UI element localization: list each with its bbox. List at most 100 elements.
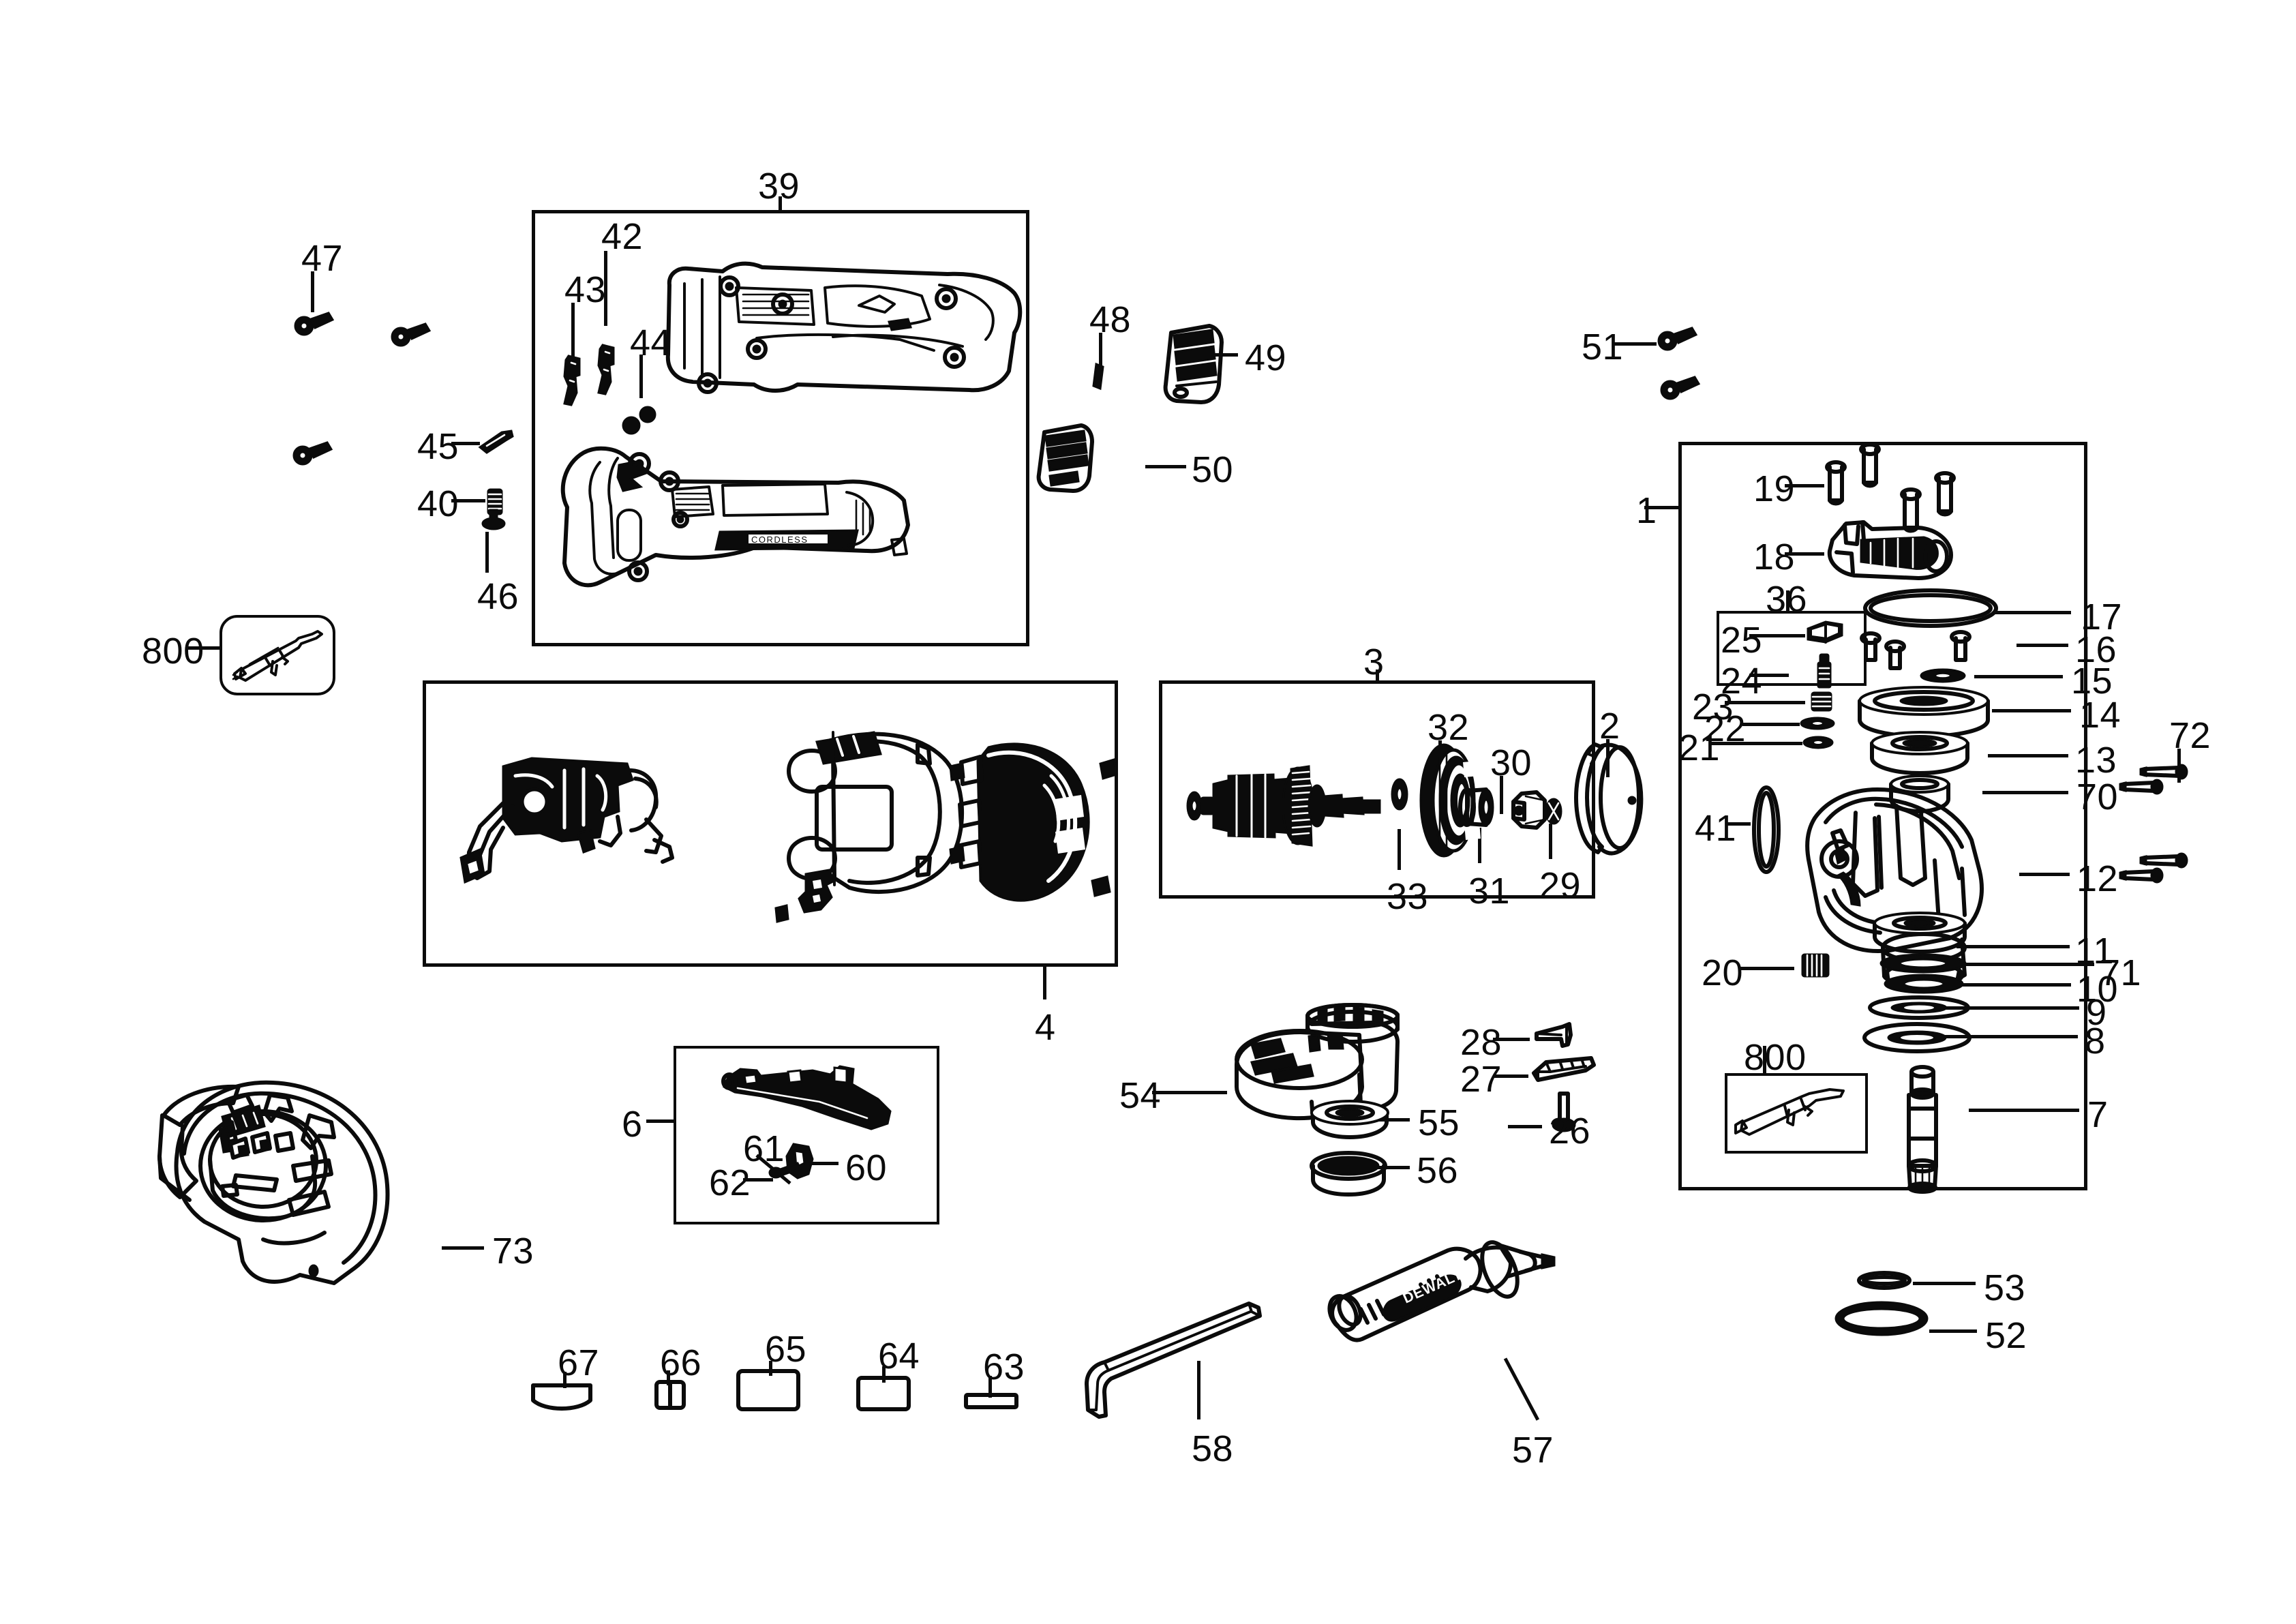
callout-41: 41	[1695, 808, 1737, 849]
trigger-lever-icon	[721, 1065, 892, 1130]
leader-67	[563, 1372, 567, 1388]
lever-icon	[563, 355, 581, 406]
screw-icon	[1860, 631, 1882, 662]
leader-70	[1982, 791, 2068, 794]
vent-grille-icon	[1036, 423, 1094, 493]
callout-72: 72	[2169, 715, 2211, 756]
callout-18: 18	[1753, 537, 1796, 577]
o-ring-icon	[1834, 1301, 1929, 1336]
callout-31: 31	[1468, 871, 1511, 912]
callout-43: 43	[564, 269, 607, 310]
callout-73: 73	[492, 1231, 534, 1272]
washer-icon	[1884, 974, 1964, 994]
pad-icon	[856, 1376, 911, 1411]
pin-icon	[478, 430, 514, 454]
callout-19: 19	[1753, 468, 1796, 509]
washer-icon	[1868, 995, 1970, 1020]
nut-icon	[1511, 790, 1547, 830]
housing-clamshell-icon	[665, 261, 1023, 394]
callout-42: 42	[601, 216, 644, 257]
callout-30: 30	[1490, 742, 1532, 783]
leader-48	[1099, 333, 1102, 365]
bearing-icon	[1870, 731, 1969, 775]
leader-53	[1913, 1282, 1976, 1285]
washer-icon	[1391, 778, 1408, 811]
screw-icon	[1884, 640, 1906, 670]
callout-4: 4	[1035, 1007, 1056, 1048]
grease-gun-panel-right	[1725, 1073, 1868, 1154]
leader-20	[1738, 967, 1794, 970]
gear-housing-cap-icon	[1827, 520, 1953, 580]
leader-54	[1152, 1091, 1227, 1094]
callout-70: 70	[2076, 777, 2119, 817]
leader-47	[311, 271, 314, 312]
housing-clamshell-icon: CORDLESS	[560, 446, 910, 588]
screw-icon	[1825, 460, 1847, 506]
callout-65: 65	[765, 1329, 807, 1370]
callout-67: 67	[558, 1342, 600, 1383]
callout-56: 56	[1417, 1150, 1459, 1191]
screw-icon	[1660, 376, 1701, 400]
callout-28: 28	[1460, 1022, 1502, 1063]
callout-53: 53	[1984, 1267, 2026, 1308]
callout-50: 50	[1192, 449, 1234, 490]
screw-icon	[292, 441, 333, 466]
leader-4-vert	[1043, 967, 1046, 999]
screw-icon	[1657, 327, 1698, 351]
leader-50	[1145, 465, 1186, 468]
pad-icon	[654, 1380, 686, 1410]
callout-14: 14	[2079, 695, 2121, 736]
pad-icon	[736, 1369, 800, 1411]
washer-icon	[1800, 717, 1835, 730]
callout-47: 47	[301, 238, 344, 279]
callout-16: 16	[2075, 629, 2117, 670]
callout-71: 71	[2100, 952, 2142, 993]
callout-26: 26	[1549, 1111, 1591, 1152]
washer-icon	[1879, 953, 1967, 974]
callout-12: 12	[2076, 858, 2119, 899]
leader-64	[882, 1366, 886, 1383]
leader-21	[1711, 742, 1802, 745]
endcap-cover-icon	[1574, 742, 1644, 856]
screw-icon	[1950, 630, 1972, 662]
housing-cordless-badge: CORDLESS	[751, 535, 809, 545]
leader-52	[1929, 1329, 1977, 1333]
callout-13: 13	[2075, 740, 2117, 781]
leader-44	[639, 355, 643, 398]
motor-stator-icon	[949, 742, 1118, 902]
grease-gun-panel-left	[220, 615, 335, 695]
leader-27	[1493, 1074, 1528, 1078]
leader-23	[1725, 701, 1805, 704]
leader-43	[571, 303, 575, 357]
side-handle-icon: DEWALT	[1327, 1240, 1556, 1342]
callout-40: 40	[417, 483, 459, 524]
callout-27: 27	[1460, 1059, 1502, 1100]
bearing-icon	[1310, 1100, 1389, 1139]
callout-800-right: 800	[1744, 1037, 1807, 1078]
leader-17	[1995, 611, 2071, 614]
grease-gun-icon	[1734, 1088, 1845, 1136]
leader-1	[1644, 506, 1681, 509]
callout-61: 61	[743, 1128, 785, 1169]
leader-16	[2016, 644, 2068, 647]
callout-11: 11	[2075, 931, 2115, 972]
switch-module-icon	[459, 757, 674, 884]
trigger-assembly-panel	[674, 1046, 939, 1224]
leader-9	[1936, 1006, 2079, 1010]
screw-icon	[1859, 442, 1881, 488]
callout-58: 58	[1192, 1428, 1234, 1469]
leader-63	[988, 1376, 992, 1398]
leader-29	[1549, 824, 1552, 859]
callout-20: 20	[1702, 952, 1744, 993]
callout-22: 22	[1704, 708, 1747, 749]
callout-44: 44	[630, 322, 672, 363]
o-ring-icon	[1863, 588, 1998, 628]
leader-26	[1508, 1125, 1542, 1128]
guard-icon	[157, 1080, 390, 1285]
pad-icon	[964, 1393, 1018, 1409]
washer-icon	[1920, 668, 1966, 683]
callout-52: 52	[1985, 1315, 2027, 1356]
callout-55: 55	[1418, 1102, 1460, 1143]
dowel-pin-icon	[768, 1162, 802, 1179]
spacer-icon	[1458, 787, 1494, 827]
